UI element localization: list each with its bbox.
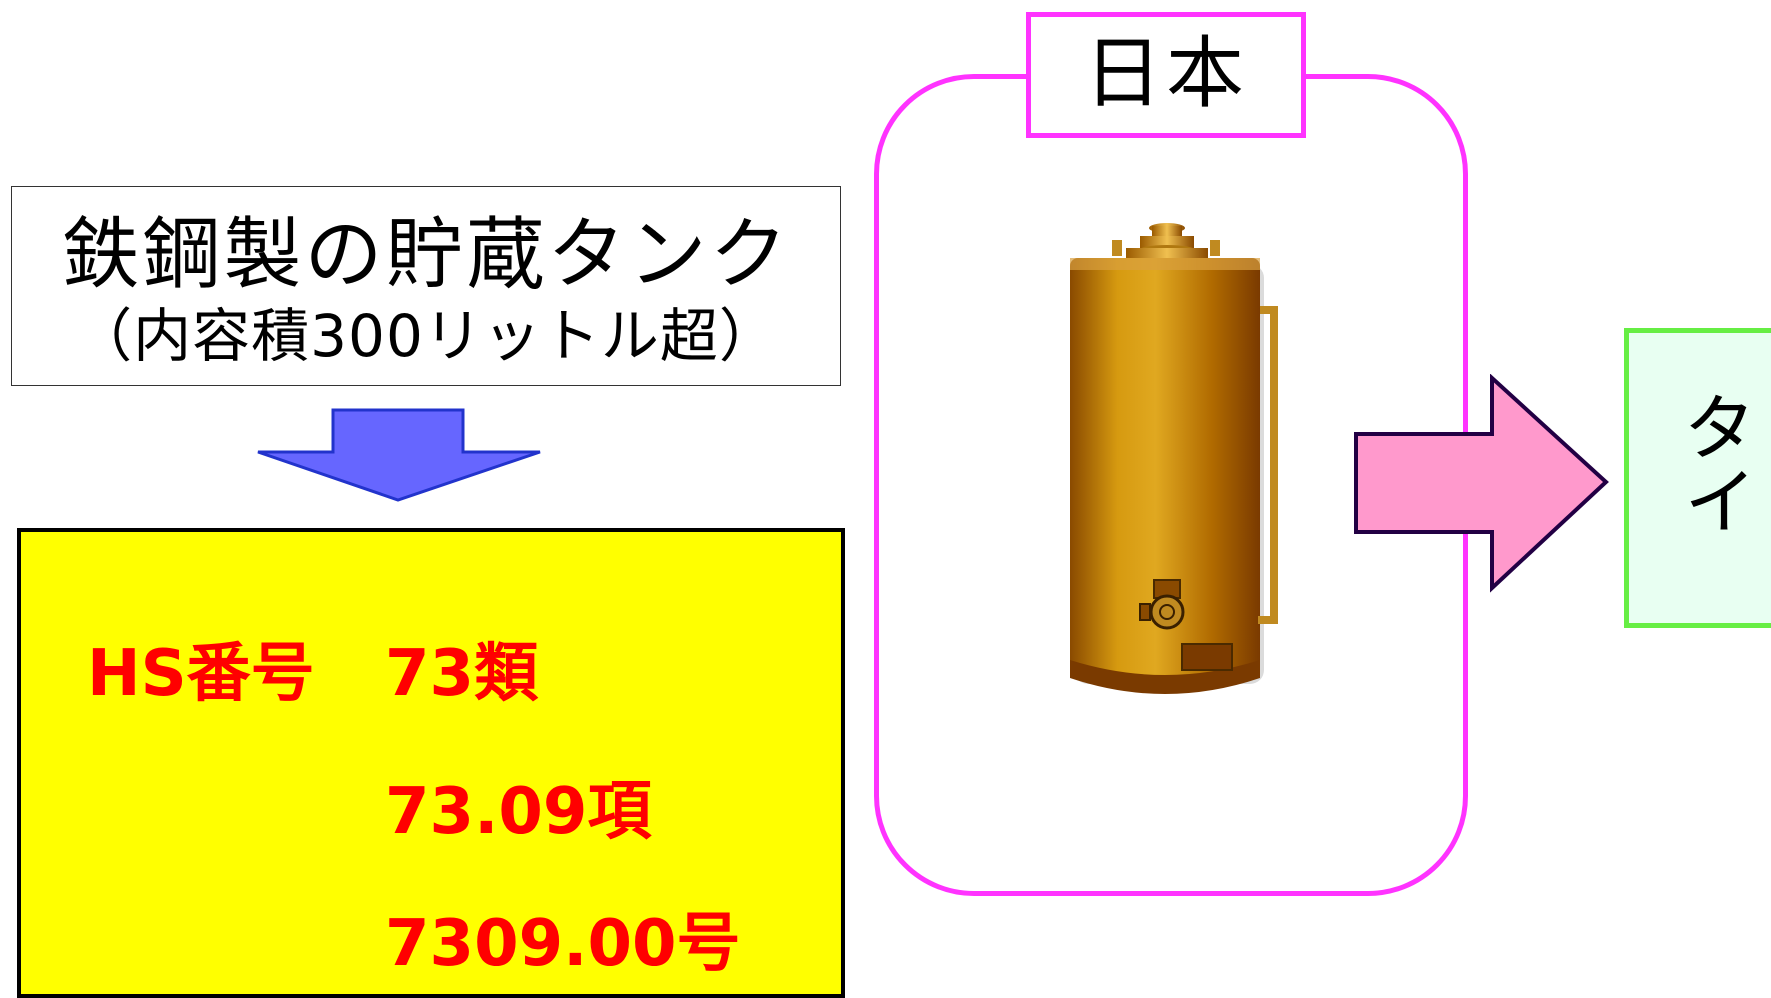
hs-label: HS番号 [87, 637, 315, 711]
water-heater-tank-image [1070, 223, 1278, 694]
hs-chapter: 73類 [385, 637, 539, 711]
product-condition: （内容積300リットル超） [74, 302, 778, 370]
hs-code-box: HS番号 73類 73.09項 7309.00号 [17, 528, 845, 998]
thailand-label: タイ [1671, 389, 1757, 537]
japan-label: 日本 [1026, 12, 1306, 138]
thailand-box: タイ [1624, 328, 1771, 628]
product-name: 鉄鋼製の貯蔵タンク [61, 210, 791, 300]
product-description-box: 鉄鋼製の貯蔵タンク （内容積300リットル超） [11, 186, 841, 386]
hs-heading: 73.09項 [385, 775, 652, 849]
hs-subheading: 7309.00号 [385, 907, 741, 981]
right-arrow [1354, 374, 1609, 593]
down-arrow [257, 408, 541, 502]
